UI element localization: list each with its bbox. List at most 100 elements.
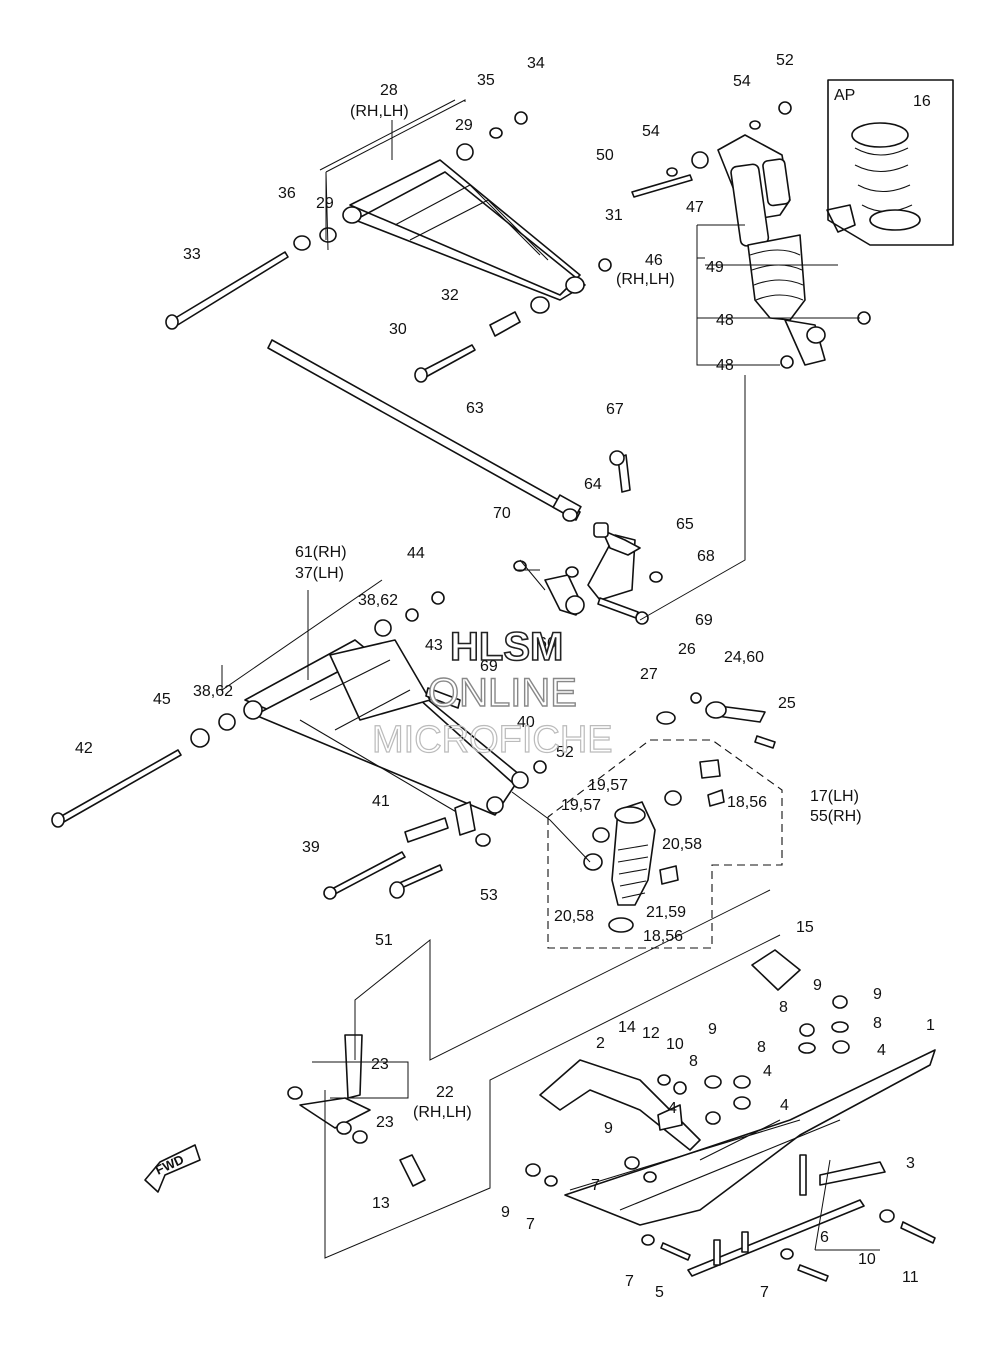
bolt-33 <box>165 251 289 330</box>
callout: 38,62 <box>358 592 398 609</box>
callout: 28 <box>380 82 398 99</box>
spindle-area <box>547 692 783 949</box>
callout: 50 <box>596 147 614 164</box>
bolt-42 <box>51 749 182 828</box>
fwd-arrow: FWD <box>144 1144 201 1193</box>
callout: 10 <box>858 1251 876 1268</box>
callout: 22 <box>436 1084 454 1101</box>
callout: 4 <box>877 1042 886 1059</box>
bolt-39 <box>323 851 406 900</box>
callout: 38,62 <box>193 683 233 700</box>
callout: 7 <box>760 1284 769 1301</box>
callout: 46 <box>645 252 663 269</box>
callout: 6 <box>820 1229 829 1246</box>
ski-spindle-22 <box>287 1034 426 1187</box>
callout: 12 <box>642 1025 660 1042</box>
callout: 39 <box>302 839 320 856</box>
callout: 24,60 <box>724 649 764 666</box>
shock-absorber <box>631 101 871 369</box>
callout: 49 <box>706 259 724 276</box>
callout: 69 <box>695 612 713 629</box>
callout: 51 <box>375 932 393 949</box>
callout: 65 <box>676 516 694 533</box>
bracket-65 <box>513 450 663 625</box>
callouts: 1 2 3 4 4 4 4 5 6 7 7 7 7 8 8 8 8 9 9 9 … <box>75 52 935 1301</box>
callout: 44 <box>407 545 425 562</box>
watermark-line2: ONLINE <box>428 671 577 715</box>
callout: 29 <box>455 117 473 134</box>
callout: 25 <box>778 695 796 712</box>
callout: 52 <box>776 52 794 69</box>
callout: 19,57 <box>588 777 628 794</box>
inset-label: AP <box>834 87 855 104</box>
callout: 33 <box>183 246 201 263</box>
bolt-51 <box>389 864 443 899</box>
push-rod-63 <box>267 339 582 522</box>
callout: 4 <box>780 1097 789 1114</box>
callout: 31 <box>605 207 623 224</box>
callout: 7 <box>625 1273 634 1290</box>
inset-ap: AP <box>827 79 954 246</box>
callout: 61(RH) <box>295 544 347 561</box>
callout: 23 <box>371 1056 389 1073</box>
callout: 2 <box>596 1035 605 1052</box>
callout: 9 <box>501 1204 510 1221</box>
callout: (RH,LH) <box>413 1104 472 1121</box>
callout: 4 <box>763 1063 772 1080</box>
callout: 66 <box>538 635 556 652</box>
callout: 9 <box>813 977 822 994</box>
callout: 69 <box>480 658 498 675</box>
lower-arm <box>190 591 547 847</box>
callout: 67 <box>606 401 624 418</box>
callout: 70 <box>493 505 511 522</box>
callout: 54 <box>642 123 660 140</box>
callout: 7 <box>591 1177 600 1194</box>
callout: 18,56 <box>643 928 683 945</box>
leader-lines <box>221 99 880 1259</box>
callout: 13 <box>372 1195 390 1212</box>
callout: 40 <box>517 714 535 731</box>
callout: 8 <box>689 1053 698 1070</box>
callout: 34 <box>527 55 545 72</box>
callout: 8 <box>779 999 788 1016</box>
callout: 11 <box>902 1269 919 1286</box>
callout: 64 <box>584 476 602 493</box>
callout: 15 <box>796 919 814 936</box>
callout: 23 <box>376 1114 394 1131</box>
callout: 9 <box>873 986 882 1003</box>
callout: 1 <box>926 1017 935 1034</box>
callout: 29 <box>316 195 334 212</box>
callout: 42 <box>75 740 93 757</box>
callout: 19,57 <box>561 797 601 814</box>
callout: 16 <box>913 93 931 110</box>
callout: 54 <box>733 73 751 90</box>
callout: 52 <box>556 744 574 761</box>
callout: 14 <box>618 1019 636 1036</box>
callout: (RH,LH) <box>616 271 675 288</box>
callout: 32 <box>441 287 459 304</box>
watermark: HLSM ONLINE MICROFICHE <box>371 624 613 761</box>
callout: 9 <box>604 1120 613 1137</box>
callout: 63 <box>466 400 484 417</box>
callout: 27 <box>640 666 658 683</box>
callout: 26 <box>678 641 696 658</box>
callout: 21,59 <box>646 904 686 921</box>
callout: 53 <box>480 887 498 904</box>
callout: 47 <box>686 199 704 216</box>
callout: 7 <box>526 1216 535 1233</box>
watermark-line1: HLSM <box>450 625 563 669</box>
callout: 8 <box>757 1039 766 1056</box>
watermark-line3: MICROFICHE <box>372 719 613 761</box>
callout: 37(LH) <box>295 565 344 582</box>
callout: (RH,LH) <box>350 103 409 120</box>
callout: 36 <box>278 185 296 202</box>
callout: 20,58 <box>662 836 702 853</box>
callout: 43 <box>425 637 443 654</box>
callout: 8 <box>873 1015 882 1032</box>
callout: 68 <box>697 548 715 565</box>
callout: 41 <box>372 793 390 810</box>
callout: 17(LH) <box>810 788 859 805</box>
callout: 4 <box>668 1100 677 1117</box>
